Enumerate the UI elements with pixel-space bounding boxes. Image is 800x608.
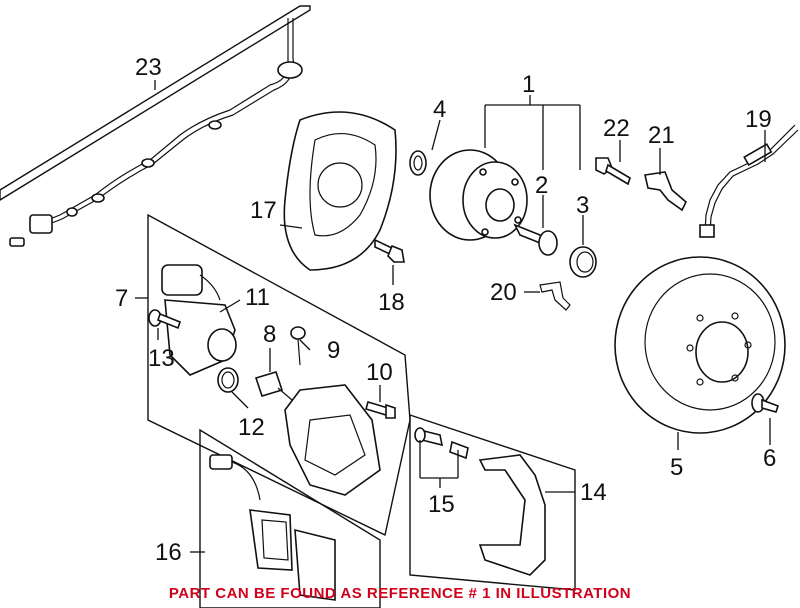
hub-bolt [513, 223, 558, 256]
callout-15: 15 [428, 491, 455, 518]
caliper-housing [284, 384, 381, 496]
reference-notice: PART CAN BE FOUND AS REFERENCE # 1 IN IL… [169, 585, 631, 602]
group-box-23 [0, 5, 311, 201]
callout-4: 4 [433, 96, 446, 123]
callout-numbers: 23 4 1 2 3 17 18 20 22 21 19 5 6 7 11 8 … [115, 54, 776, 566]
callout-13: 13 [148, 345, 175, 372]
brake-hose [699, 124, 799, 238]
callout-6: 6 [763, 445, 776, 472]
callout-21: 21 [648, 122, 675, 149]
o-ring-12 [217, 367, 239, 393]
callout-5: 5 [670, 454, 683, 481]
abs-sensor-wire [9, 18, 303, 247]
group-box-16 [199, 428, 381, 608]
callout-16: 16 [155, 539, 182, 566]
callout-22: 22 [603, 115, 630, 142]
callout-23: 23 [135, 54, 162, 81]
wheel-hub [429, 149, 528, 241]
caliper-bolt-10 [365, 401, 396, 419]
grease-cap [569, 246, 597, 278]
guide-pins [414, 427, 469, 460]
caliper-bolt-13 [148, 309, 181, 330]
callout-11: 11 [245, 284, 270, 311]
sensor-bolt [595, 157, 631, 186]
callout-2: 2 [535, 172, 548, 199]
caliper-carrier [478, 454, 546, 576]
spring-clip [539, 281, 571, 311]
parking-brake-motor [161, 264, 237, 376]
group-box-7 [147, 213, 411, 537]
callout-12: 12 [238, 414, 265, 441]
shield-bolt [374, 238, 405, 263]
group-box-14 [409, 414, 576, 591]
splash-shield [283, 111, 397, 271]
brake-pads [209, 454, 336, 601]
seal-ring [409, 150, 427, 176]
bleeder-valve-8 [254, 371, 293, 401]
hose-bracket [644, 171, 687, 212]
brake-rotor [614, 256, 786, 434]
bleeder-cap-9 [290, 326, 306, 366]
rotor-screw [751, 393, 780, 413]
leader-lines [135, 80, 771, 553]
callout-1: 1 [522, 71, 535, 98]
callout-18: 18 [378, 289, 405, 316]
callout-8: 8 [263, 321, 276, 348]
callout-14: 14 [580, 479, 607, 506]
callout-7: 7 [115, 285, 128, 312]
callout-19: 19 [745, 106, 772, 133]
callout-3: 3 [576, 192, 589, 219]
callout-9: 9 [327, 337, 340, 364]
callout-20: 20 [490, 279, 517, 306]
callout-17: 17 [250, 197, 277, 224]
callout-10: 10 [366, 359, 393, 386]
